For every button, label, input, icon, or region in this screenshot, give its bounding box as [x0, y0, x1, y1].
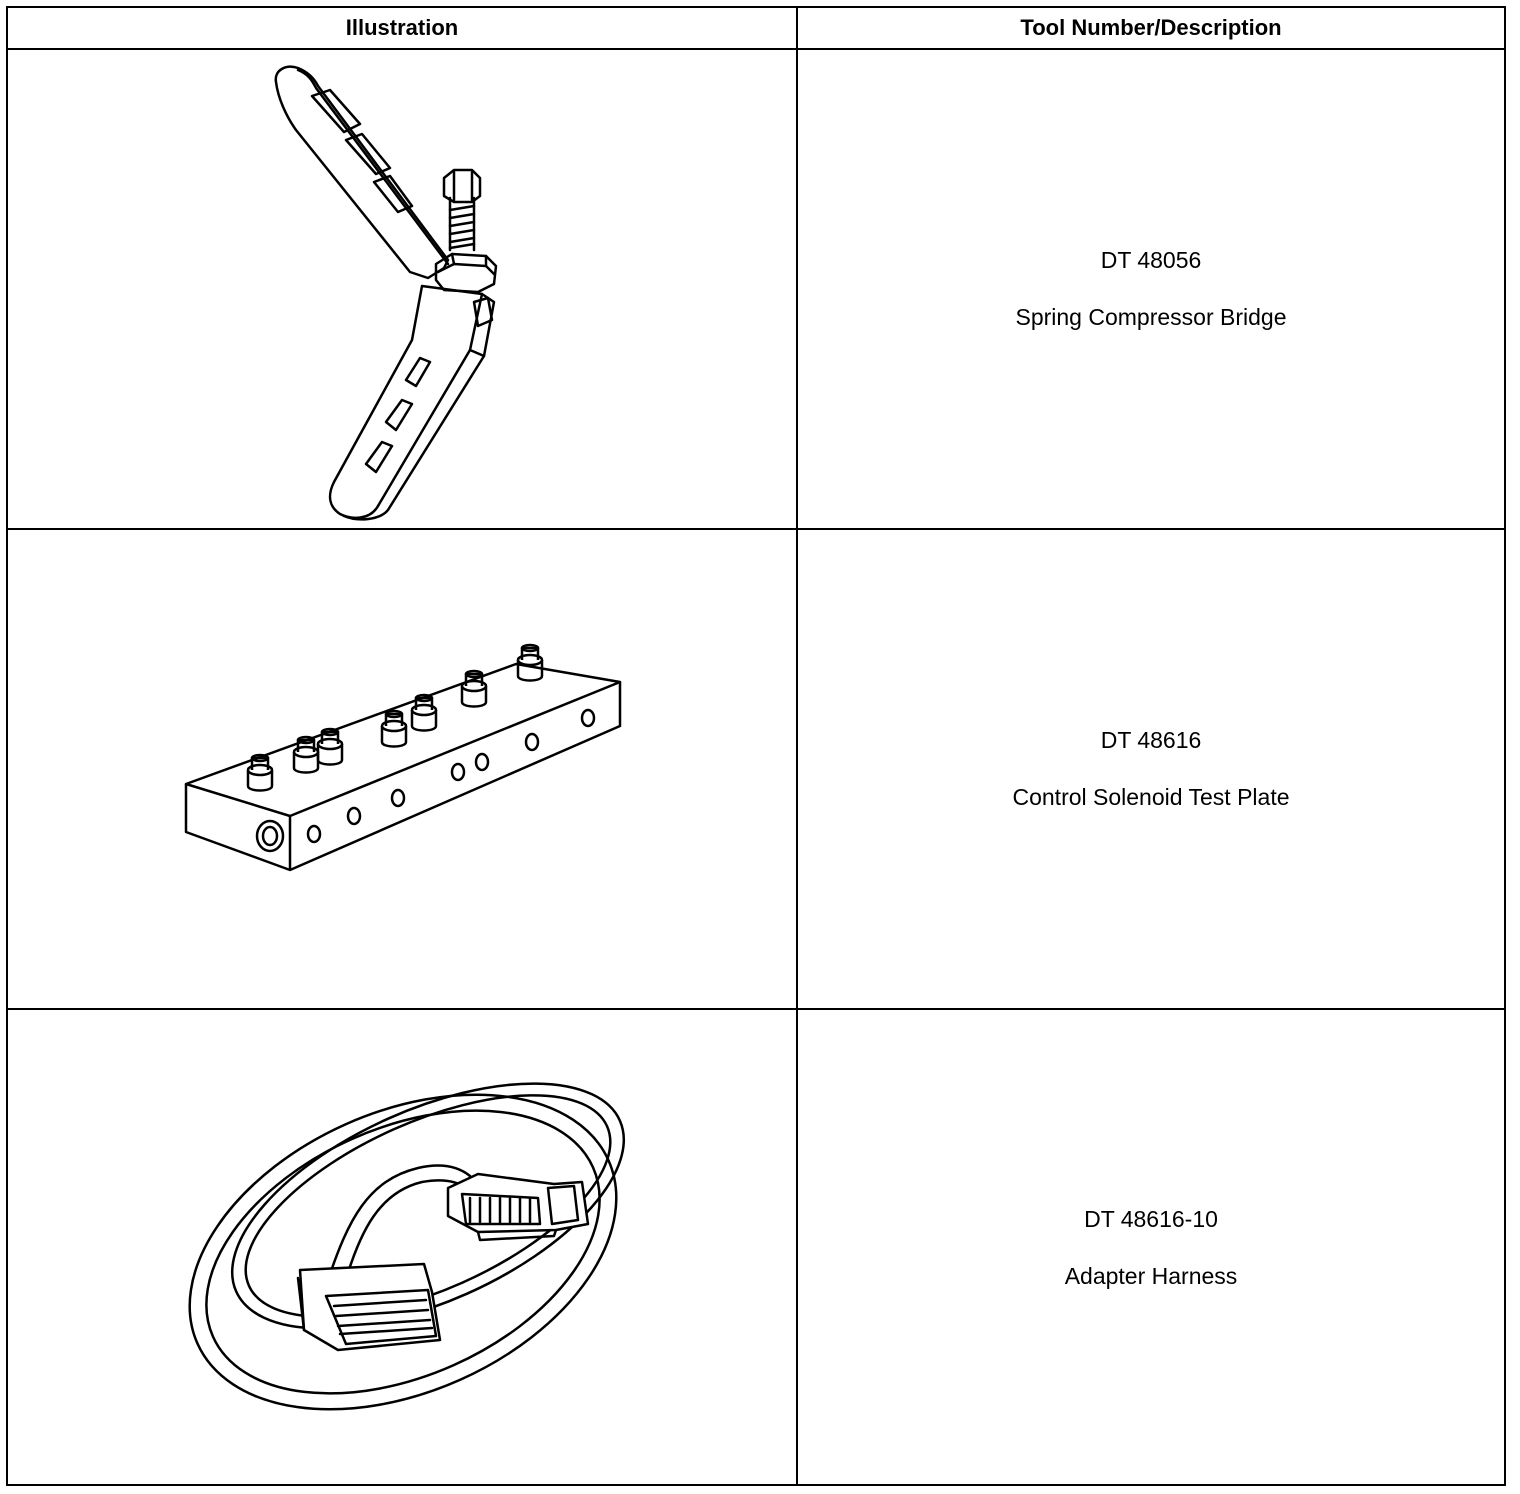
- description-cell: DT 48056 Spring Compressor Bridge: [798, 50, 1504, 528]
- tool-description: Adapter Harness: [1064, 1263, 1238, 1289]
- test-plate-icon: [8, 530, 796, 1008]
- table-row: DT 48616-10 Adapter Harness: [8, 1010, 1504, 1486]
- description-cell: DT 48616 Control Solenoid Test Plate: [798, 530, 1504, 1008]
- table-row: DT 48056 Spring Compressor Bridge: [8, 50, 1504, 530]
- adapter-harness-icon: [8, 1010, 796, 1486]
- spring-compressor-bridge-icon: [8, 50, 796, 528]
- table-row: DT 48616 Control Solenoid Test Plate: [8, 530, 1504, 1010]
- header-row: Illustration Tool Number/Description: [8, 8, 1504, 50]
- tool-number: DT 48056: [1100, 247, 1202, 273]
- header-tool-number: Tool Number/Description: [1020, 15, 1282, 40]
- tool-number: DT 48616-10: [1084, 1206, 1218, 1232]
- illustration-cell: [8, 530, 798, 1008]
- header-illustration: Illustration: [8, 8, 798, 48]
- tool-description: Control Solenoid Test Plate: [1012, 784, 1290, 810]
- tool-number: DT 48616: [1100, 727, 1202, 753]
- tool-description: Spring Compressor Bridge: [1015, 304, 1287, 330]
- description-cell: DT 48616-10 Adapter Harness: [798, 1010, 1504, 1486]
- tools-table: Illustration Tool Number/Description: [6, 6, 1506, 1486]
- illustration-cell: [8, 50, 798, 528]
- illustration-cell: [8, 1010, 798, 1486]
